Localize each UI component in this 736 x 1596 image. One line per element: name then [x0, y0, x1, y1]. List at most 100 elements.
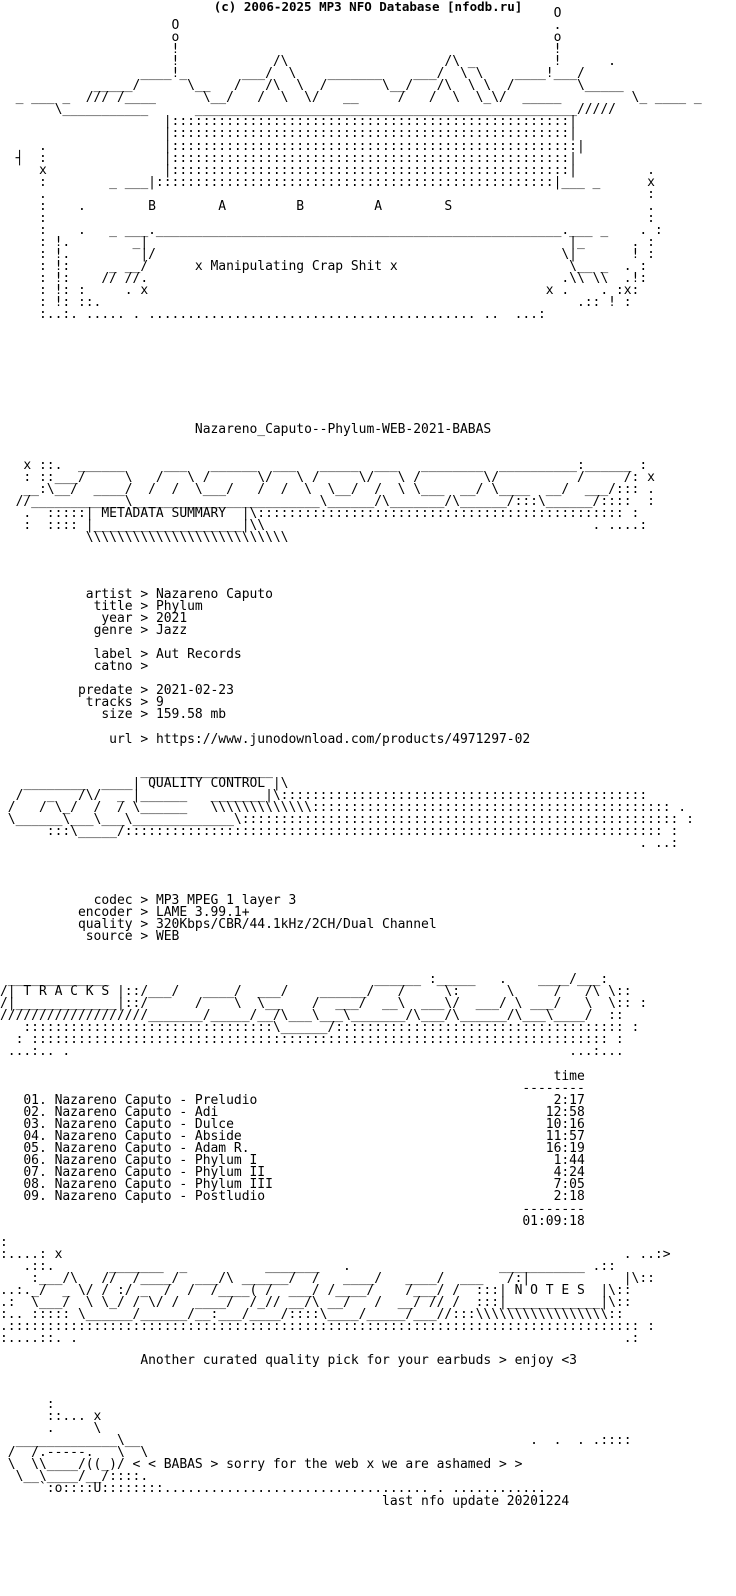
meta-value: Aut Records	[155, 647, 242, 663]
total-time: 01:09:18	[522, 1213, 585, 1229]
track-number: 09.	[23, 1189, 47, 1205]
footer: last nfo update 20201224	[0, 1494, 570, 1509]
track-name: Nazareno Caputo - Phylum II	[54, 1165, 266, 1181]
meta-label: predate	[77, 683, 133, 699]
quality-label: quality	[77, 917, 133, 933]
separator-line: --------	[522, 1201, 585, 1217]
quality-value: MP3 MPEG 1 layer 3	[155, 893, 297, 908]
track-name: Nazareno Caputo - Phylum III	[54, 1177, 273, 1193]
track-name: Nazareno Caputo - Preludio	[54, 1093, 258, 1109]
tracks-ascii-art: _____________ ______ :_____ . ____/___: …	[0, 972, 648, 1060]
quality-label: codec	[93, 893, 133, 908]
track-number: 07.	[23, 1165, 47, 1181]
track-time: 12:58	[545, 1105, 585, 1121]
track-number: 01.	[23, 1093, 47, 1109]
quality-value: 320Kbps/CBR/44.1kHz/2CH/Dual Channel	[155, 917, 437, 933]
track-number: 08.	[23, 1177, 47, 1193]
separator-line: --------	[522, 1081, 585, 1097]
track-name: Nazareno Caputo - Dulce	[54, 1117, 234, 1133]
track-number: 06.	[23, 1153, 47, 1169]
track-name: Nazareno Caputo - Adi	[54, 1105, 219, 1121]
quality-row-quality: quality > 320Kbps/CBR/44.1kHz/2CH/Dual C…	[77, 917, 437, 933]
track-row: 08. Nazareno Caputo - Phylum III 7:05	[0, 1177, 585, 1193]
meta-value: 2021	[155, 611, 188, 627]
track-time: 11:57	[545, 1129, 585, 1145]
metadata-summary-ascii-art: x ::. ______ ___ ______ ___ _____ ___ __…	[15, 458, 655, 546]
track-number: 03.	[23, 1117, 47, 1133]
track-time: 1:44	[553, 1153, 585, 1169]
quality-value: LAME 3.99.1+	[155, 905, 250, 921]
meta-value: https://www.junodownload.com/products/49…	[155, 731, 531, 747]
quality-control: codec > MP3 MPEG 1 layer 3 encoder > LAM…	[0, 893, 437, 945]
meta-label: title	[93, 599, 133, 615]
meta-row-size: size > 159.58 mb	[101, 707, 227, 723]
track-row: 09. Nazareno Caputo - Postludio 2:18	[0, 1189, 585, 1205]
notes-ascii-art: : :....: x . ..:> .::. _______ _ _______…	[0, 1235, 671, 1347]
track-row: 06. Nazareno Caputo - Phylum I 1:44	[0, 1153, 585, 1169]
tracklist-separator-bottom: --------	[0, 1201, 585, 1217]
meta-row-title: title > Phylum	[93, 599, 203, 615]
meta-row-label: label > Aut Records	[93, 647, 242, 663]
track-number: 02.	[23, 1105, 47, 1121]
track-name: Nazareno Caputo - Abside	[54, 1129, 242, 1145]
notes-text: Another curated quality pick for your ea…	[140, 1353, 577, 1368]
release-name-indent	[0, 422, 195, 437]
track-time: 4:24	[553, 1165, 585, 1181]
track-number: 04.	[23, 1129, 47, 1145]
release-name: Nazareno_Caputo--Phylum-WEB-2021-BABAS	[0, 422, 492, 437]
babas-logo-ascii-art: O O . o o !	[15, 6, 702, 323]
release-title-text: Nazareno_Caputo--Phylum-WEB-2021-BABAS	[194, 422, 492, 437]
footer-indent	[0, 1494, 382, 1509]
track-name: Nazareno Caputo - Adam R.	[54, 1141, 250, 1157]
track-row: 02. Nazareno Caputo - Adi 12:58	[0, 1105, 585, 1121]
track-name: Nazareno Caputo - Phylum I	[54, 1153, 258, 1169]
quality-row-codec: codec > MP3 MPEG 1 layer 3	[93, 893, 297, 908]
meta-value: 159.58 mb	[155, 707, 227, 723]
meta-label: genre	[93, 623, 133, 639]
quality-value: WEB	[155, 929, 180, 945]
meta-label: year	[101, 611, 133, 627]
last-update-text: last nfo update 20201224	[382, 1494, 570, 1509]
meta-row-catno: catno >	[93, 659, 156, 675]
quality-control-ascii-art: _________________ ________ ____| QUALITY…	[7, 764, 694, 852]
track-row: 04. Nazareno Caputo - Abside 11:57	[0, 1129, 585, 1145]
track-row: 03. Nazareno Caputo - Dulce 10:16	[0, 1117, 585, 1133]
meta-label: artist	[85, 587, 133, 602]
metadata-summary: artist > Nazareno Caputo title > Phylum …	[0, 587, 531, 747]
quality-row-source: source > WEB	[85, 929, 180, 945]
meta-row-tracks: tracks > 9	[85, 695, 164, 711]
meta-label: size	[101, 707, 133, 723]
track-time: 2:18	[553, 1189, 585, 1205]
meta-label: label	[93, 647, 133, 663]
meta-row-year: year > 2021	[101, 611, 188, 627]
meta-row-predate: predate > 2021-02-23	[77, 683, 234, 699]
meta-value: 2021-02-23	[155, 683, 234, 699]
time-header: time	[553, 1069, 585, 1084]
tracklist-time-header-row: time	[0, 1069, 585, 1084]
meta-value: 9	[155, 695, 164, 711]
track-time: 16:19	[545, 1141, 585, 1157]
site-copyright-header: (c) 2006-2025 MP3 NFO Database [nfodb.ru…	[213, 0, 523, 14]
tracklist-separator-top: --------	[0, 1081, 585, 1097]
quality-label: source	[85, 929, 133, 945]
meta-label: catno	[93, 659, 133, 675]
meta-value: Nazareno Caputo	[155, 587, 273, 602]
footer-ascii-art: : ::... x . \ _____________\__ . . . .::…	[7, 1397, 632, 1497]
meta-label: tracks	[85, 695, 133, 711]
meta-row-url: url > https://www.junodownload.com/produ…	[109, 731, 531, 747]
track-time: 10:16	[545, 1117, 585, 1133]
meta-row-artist: artist > Nazareno Caputo	[85, 587, 273, 602]
track-rows: 01. Nazareno Caputo - Preludio 2:17 02. …	[0, 1093, 585, 1205]
quality-row-encoder: encoder > LAME 3.99.1+	[77, 905, 250, 921]
meta-row-genre: genre > Jazz	[93, 623, 188, 639]
track-row: 07. Nazareno Caputo - Phylum II 4:24	[0, 1165, 585, 1181]
track-time: 7:05	[553, 1177, 585, 1193]
track-row: 05. Nazareno Caputo - Adam R. 16:19	[0, 1141, 585, 1157]
tracklist-total-row: 01:09:18	[0, 1213, 585, 1229]
tracklist: time -------- 01. Nazareno Caputo - Prel…	[0, 1069, 585, 1229]
meta-value: Jazz	[155, 623, 188, 639]
quality-label: encoder	[77, 905, 133, 921]
meta-label: url	[109, 731, 133, 747]
notes-indent	[0, 1353, 140, 1368]
